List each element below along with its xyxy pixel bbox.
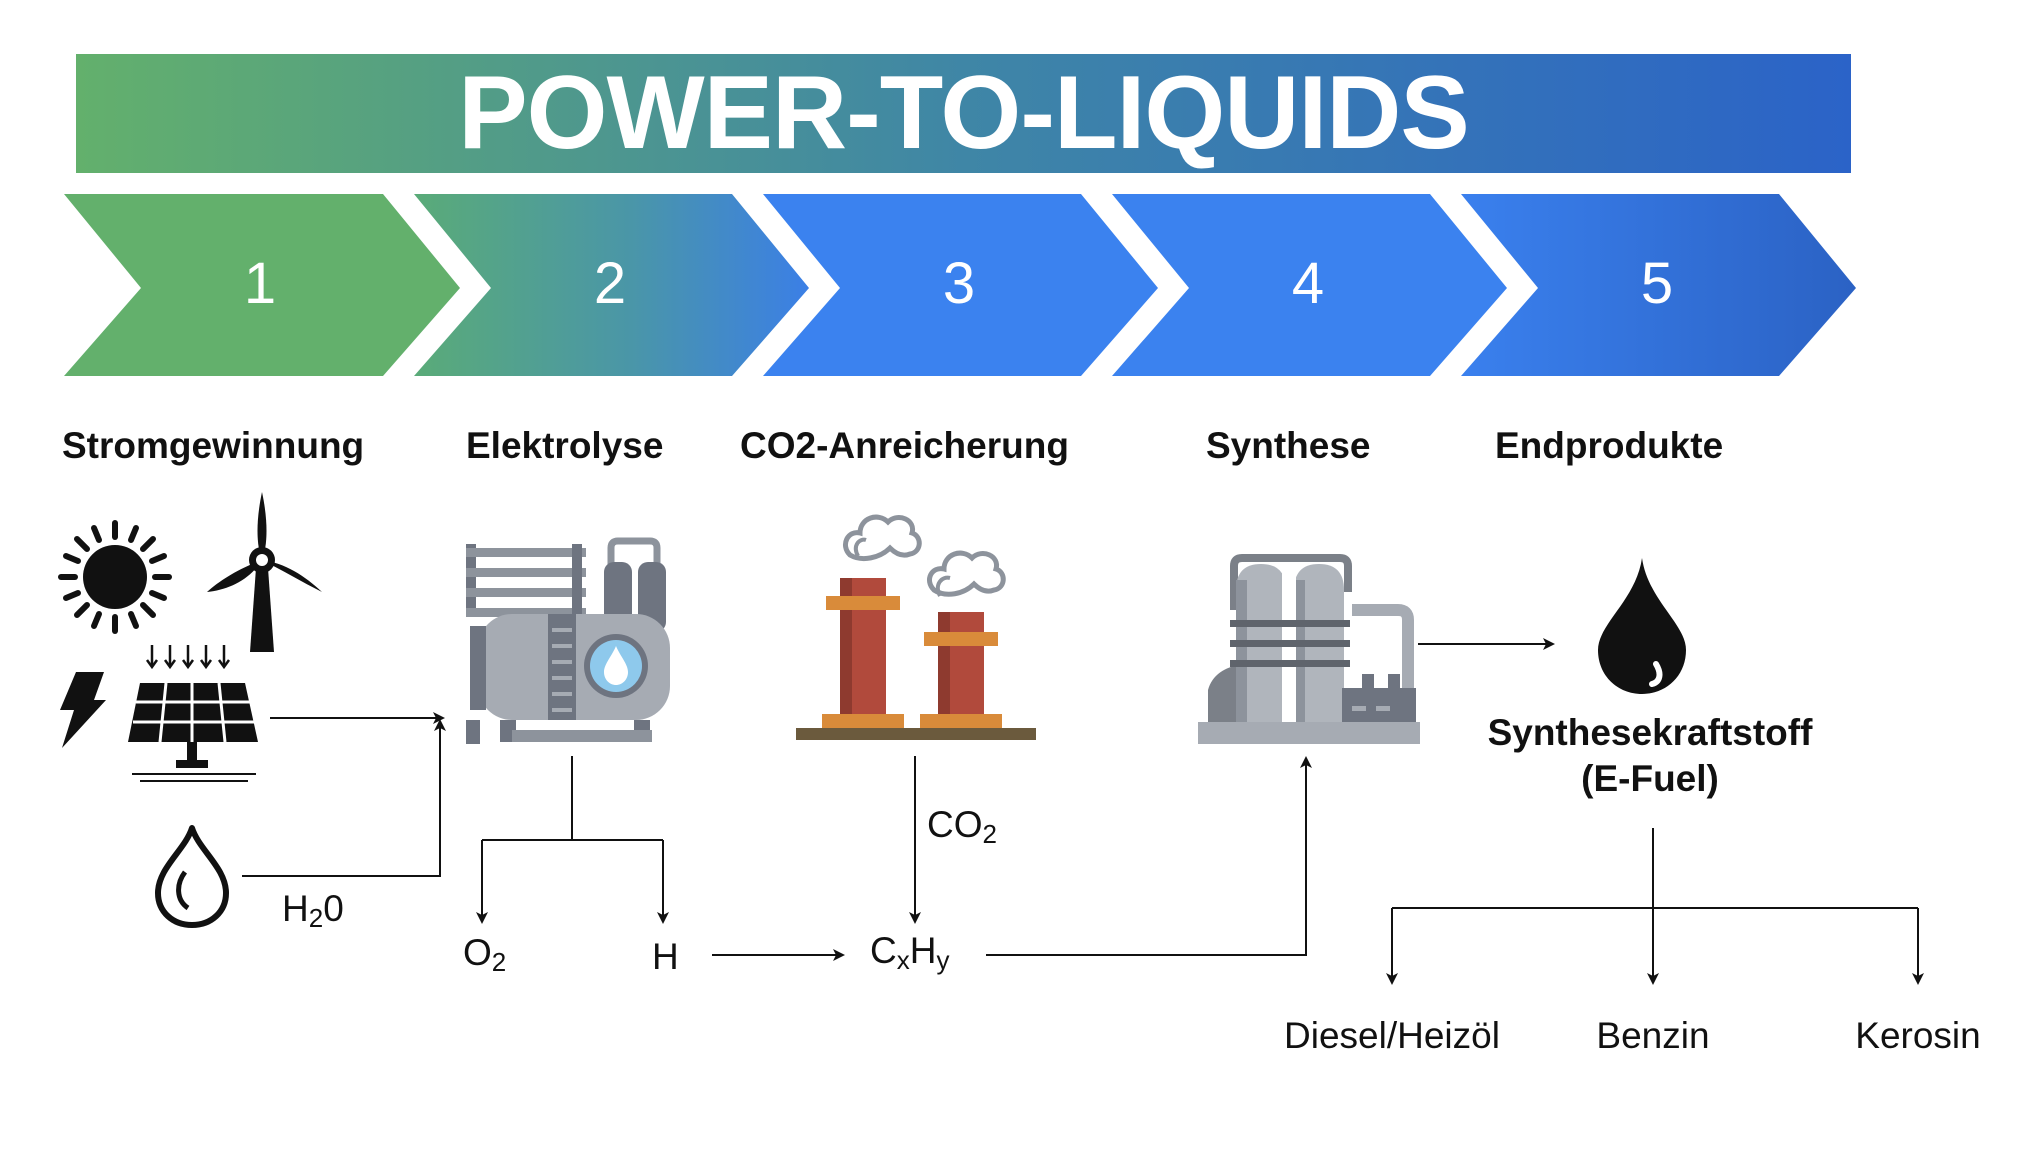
chevron-step-1 [64,194,460,376]
wind-turbine-icon [207,492,322,652]
electrolyzer-icon [466,537,670,744]
label-hydrogen: H [652,936,679,977]
step-number-5: 5 [1640,251,1674,316]
label-water: H20 [282,888,344,933]
arrow-water-to-electrolysis [242,719,446,877]
title-banner [76,54,1851,173]
stage-heading-synthese: Synthese [1206,425,1371,466]
step-number-2: 2 [593,251,627,316]
stage-heading-endprodukte: Endprodukte [1495,425,1724,466]
stage-heading-elektrolyse: Elektrolyse [466,425,664,466]
step-number-3: 3 [942,251,976,316]
chevron-step-3 [763,194,1158,376]
label-co2: CO2 [927,804,997,849]
page-title: POWER-TO-LIQUIDS [458,55,1470,171]
efuel-line-2: (E-Fuel) [1581,758,1719,799]
chevron-step-4 [1112,194,1507,376]
stage-heading-stromgewinnung: Stromgewinnung [62,425,365,466]
step-number-1: 1 [243,251,277,316]
arrow-hydrocarbon-to-synthesis [986,756,1312,956]
efuel-label: Synthesekraftstoff (E-Fuel) [1440,710,1860,802]
product-benzin: Benzin [1596,1015,1710,1056]
lightning-icon [60,672,106,748]
refinery-icon [1198,554,1420,744]
product-kerosin: Kerosin [1855,1015,1981,1056]
sun-icon [58,520,172,634]
chevron-step-5 [1461,194,1856,376]
label-oxygen: O2 [463,932,507,977]
oil-drop-icon [1598,558,1686,694]
product-diesel: Diesel/Heizöl [1284,1015,1500,1056]
chevron-step-2 [414,194,809,376]
factory-chimney-icon [796,514,1036,740]
label-hydrocarbon: CxHy [870,930,950,975]
efuel-line-1: Synthesekraftstoff [1487,712,1813,753]
stage-heading-co2: CO2-Anreicherung [740,425,1069,466]
solar-panel-icon [128,645,258,782]
water-drop-icon [155,825,229,928]
step-number-4: 4 [1291,251,1325,316]
